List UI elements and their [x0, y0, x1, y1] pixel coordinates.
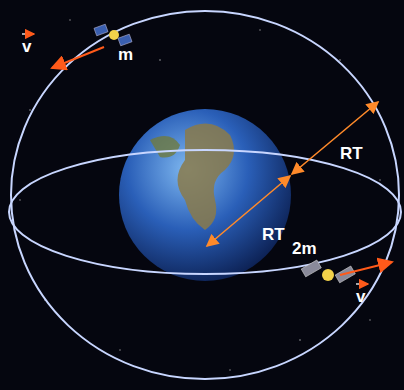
- vector-bar: [22, 33, 34, 34]
- earth: [119, 109, 291, 281]
- equatorial-orbit: [9, 150, 401, 274]
- mass-label: 2m: [292, 240, 317, 257]
- radius-arrow: [292, 102, 378, 174]
- radius-arrow: [207, 176, 290, 246]
- radius-label: RT: [340, 145, 363, 162]
- stars: [19, 19, 380, 370]
- mass-label: m: [118, 46, 133, 63]
- continent: [178, 124, 235, 230]
- satellite: [94, 24, 132, 46]
- velocity-arrow: [52, 47, 104, 68]
- velocity-arrow: [340, 262, 392, 275]
- velocity-label: v: [356, 288, 365, 305]
- polar-orbit: [11, 11, 399, 379]
- vector-bar: [356, 283, 368, 284]
- continent: [150, 136, 180, 158]
- satellite: [301, 260, 355, 283]
- velocity-label: v: [22, 38, 31, 55]
- radius-label: RT: [262, 226, 285, 243]
